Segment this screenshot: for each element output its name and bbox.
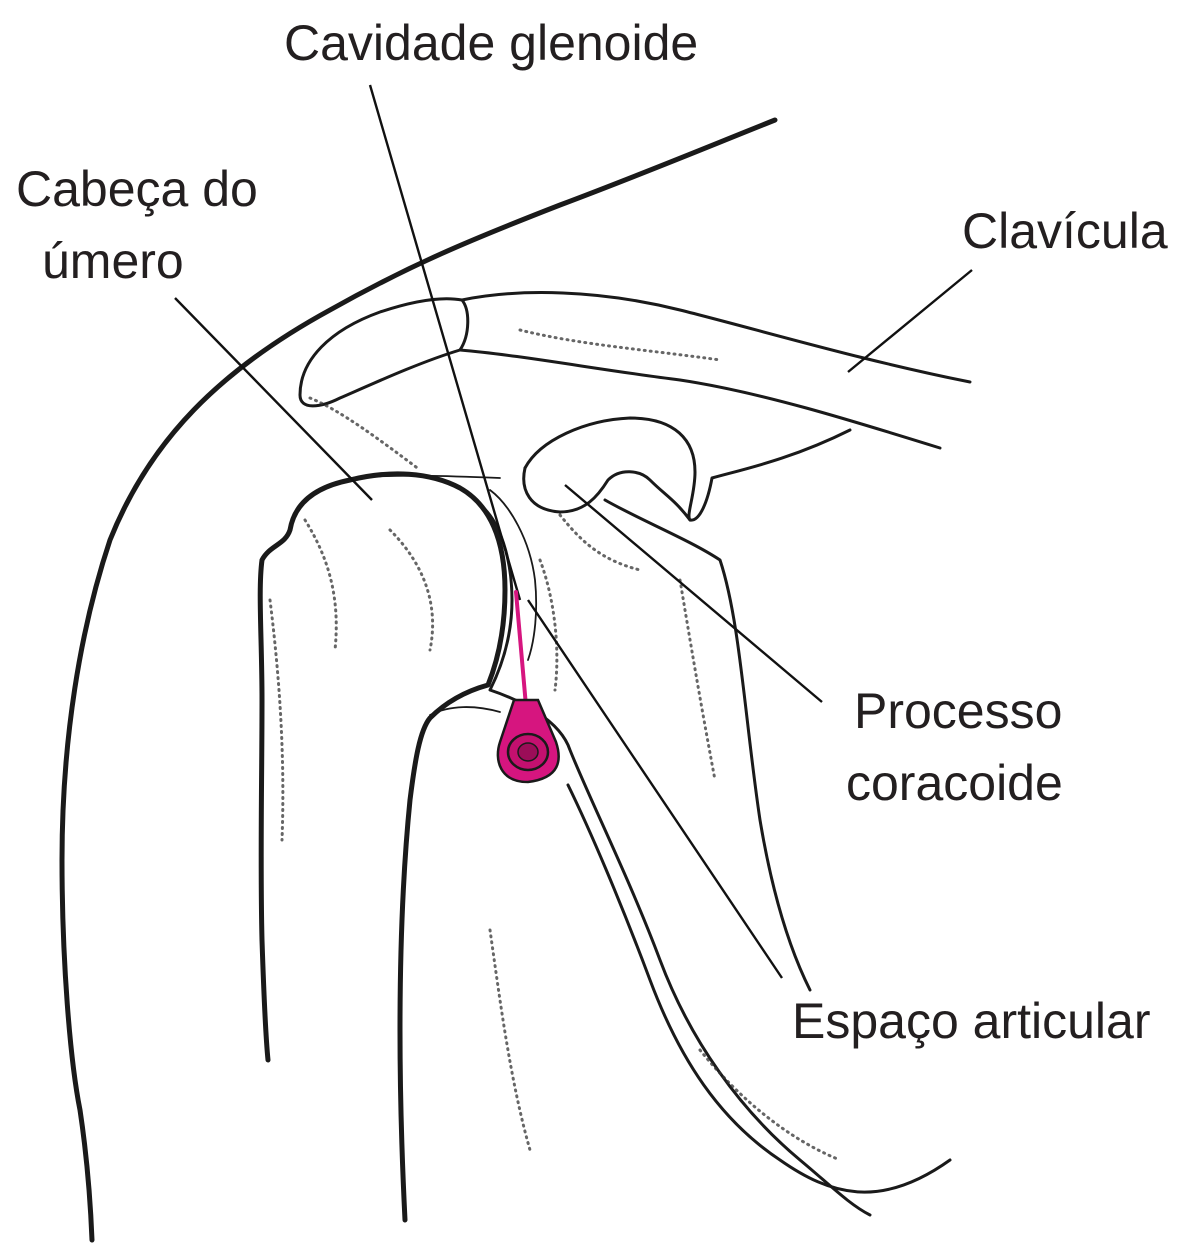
label-humeral-head-line2: úmero [42,233,184,289]
humerus-shaft [566,783,952,1194]
stipple-scapula [678,578,717,782]
clavicle-lower-edge [458,348,942,450]
leader-glenoid [368,84,522,601]
coracoid-process [523,416,852,522]
scapula-outline [603,498,812,992]
leader-humeral-head [174,297,373,501]
leader-joint-space [527,599,783,979]
stipple-glenoid [538,558,559,692]
needle-shaft [514,590,528,708]
stipple-acromion [308,396,422,472]
stipple-lower [698,1048,842,1162]
label-clavicle: Clavícula [962,203,1168,259]
stipple-head2 [388,528,435,652]
label-coracoid-line2: coracoide [846,755,1063,811]
label-humeral-head-line1: Cabeça do [16,161,258,217]
stipple-arm [268,598,285,842]
capsule-lower [429,706,501,716]
leader-clavicle [847,269,973,373]
acromion-outline [298,297,470,408]
label-glenoid-cavity: Cavidade glenoide [284,15,699,71]
stipple-shaft [488,928,532,1152]
glenoid-inner [489,489,538,661]
coracoid-tip [522,466,692,522]
clavicle-outline [460,291,972,384]
leader-coracoid [564,484,823,703]
capsule-top [349,474,501,479]
glenoid-rim [478,503,872,1217]
humeral-head-left [257,477,353,1063]
stipple-head1 [303,518,338,652]
stipple-coracoid [558,513,642,572]
needle-icon [496,590,560,784]
label-joint-space: Espaço articular [792,993,1151,1049]
shoulder-outline [59,117,778,1243]
stipple-clavicle [518,328,722,362]
label-coracoid-line1: Processo [854,683,1063,739]
needle-hub-inner [517,742,539,762]
